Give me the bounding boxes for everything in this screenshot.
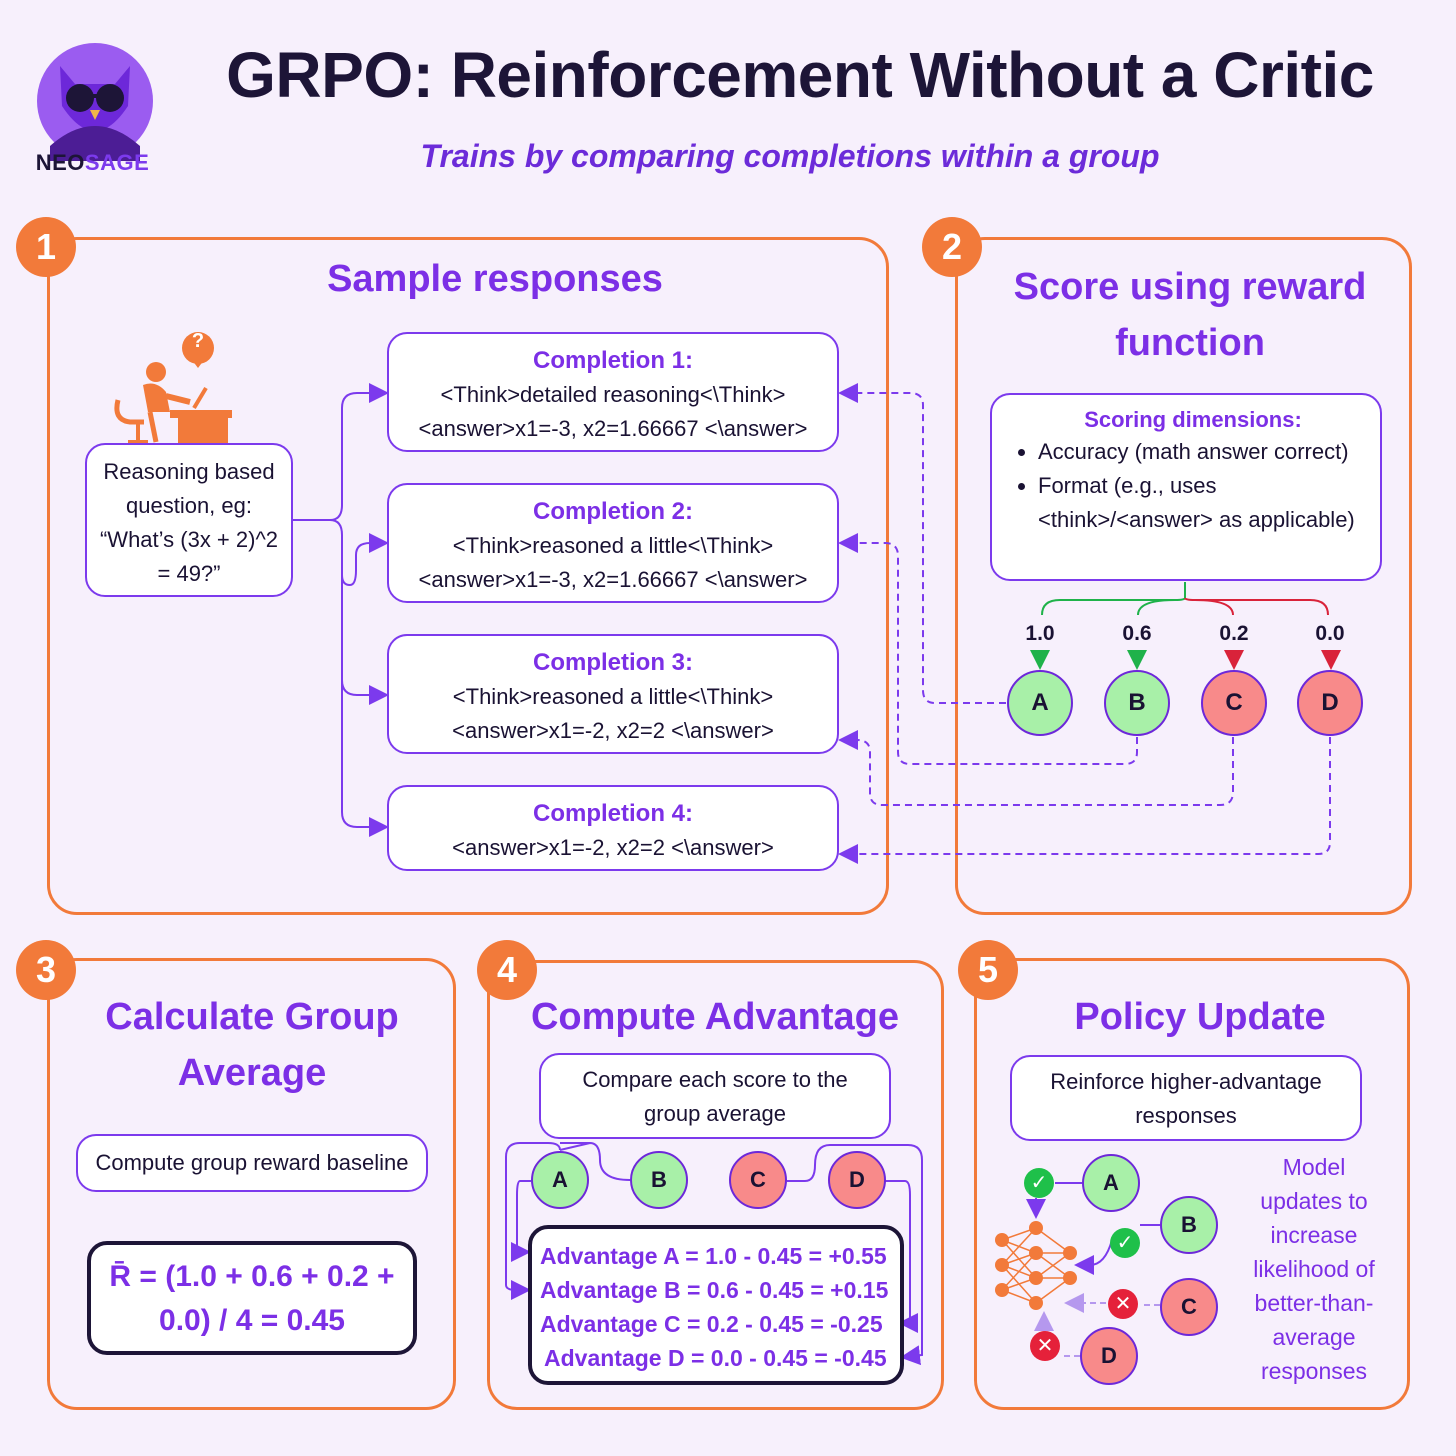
- completion-2-line1: <Think>reasoned a little<\Think>: [452, 533, 774, 558]
- completion-4-title: Completion 4:: [533, 800, 693, 827]
- completion-1-line1: <Think>detailed reasoning<\Think>: [440, 382, 786, 407]
- score-node-a: A: [1007, 670, 1073, 736]
- group-baseline-box: Compute group reward baseline: [76, 1134, 428, 1192]
- description-line-3: increase: [1270, 1222, 1358, 1248]
- policy-update-description: Model updates to increase likelihood of …: [1236, 1150, 1392, 1388]
- score-a: 1.0: [1025, 622, 1055, 645]
- person-at-desk-icon: [108, 330, 238, 445]
- cross-icon-c: ✕: [1108, 1289, 1138, 1319]
- advantage-d: Advantage D = 0.0 - 0.45 = -0.45: [544, 1345, 887, 1371]
- description-line-7: responses: [1260, 1358, 1368, 1384]
- panel4-title: Compute Advantage: [530, 996, 900, 1038]
- neosage-wordmark: NEOSAGE: [35, 150, 150, 175]
- dimension-format: Format (e.g., uses <think>/<answer> as a…: [1038, 469, 1372, 537]
- panel3-title-line2: Average: [177, 1052, 327, 1094]
- cross-icon-d: ✕: [1030, 1331, 1060, 1361]
- completion-1-line2: <answer>x1=-3, x2=1.66667 <\answer>: [418, 416, 808, 441]
- advantage-node-a: A: [531, 1151, 589, 1209]
- compare-text-line2: group average: [644, 1101, 786, 1126]
- completion-2-box: Completion 2: <Think>reasoned a little<\…: [387, 483, 839, 603]
- panel1-title: Sample responses: [327, 258, 663, 300]
- description-line-4: likelihood of: [1253, 1256, 1375, 1282]
- completion-1-box: Completion 1: <Think>detailed reasoning<…: [387, 332, 839, 452]
- scoring-dimensions-box: Scoring dimensions: Accuracy (math answe…: [990, 393, 1382, 581]
- compare-box: Compare each score to the group average: [539, 1053, 891, 1139]
- dimension-accuracy: Accuracy (math answer correct): [1038, 435, 1372, 469]
- panel2-title-line1: Score using reward: [1013, 266, 1367, 308]
- advantage-results-box: Advantage A = 1.0 - 0.45 = +0.55 Advanta…: [528, 1225, 904, 1385]
- step-badge-5: 5: [958, 940, 1018, 1000]
- panel5-title: Policy Update: [1074, 996, 1326, 1038]
- policy-node-c: C: [1160, 1278, 1218, 1336]
- panel2-title-line2: function: [1115, 322, 1265, 364]
- completion-3-line1: <Think>reasoned a little<\Think>: [452, 684, 774, 709]
- reinforce-text-line1: Reinforce higher-advantage: [1050, 1069, 1322, 1094]
- neosage-owl-logo: [30, 36, 160, 186]
- reinforce-text-line2: responses: [1135, 1103, 1237, 1128]
- policy-node-d: D: [1080, 1327, 1138, 1385]
- completion-3-line2: <answer>x1=-2, x2=2 <\answer>: [452, 718, 774, 743]
- group-average-formula: R̄ = (1.0 + 0.6 + 0.2 + 0.0) / 4 = 0.45: [87, 1241, 417, 1355]
- score-node-d: D: [1297, 670, 1363, 736]
- question-mark-label: ?: [191, 330, 205, 352]
- page-subtitle: Trains by comparing completions within a…: [420, 138, 1160, 174]
- completion-4-box: Completion 4: <answer>x1=-2, x2=2 <\answ…: [387, 785, 839, 871]
- page-title: GRPO: Reinforcement Without a Critic: [226, 39, 1374, 111]
- step-badge-1: 1: [16, 217, 76, 277]
- reinforce-box: Reinforce higher-advantage responses: [1010, 1055, 1362, 1141]
- score-c: 0.2: [1219, 622, 1249, 645]
- question-box: Reasoning based question, eg: “What’s (3…: [85, 443, 293, 597]
- compare-text-line1: Compare each score to the: [582, 1067, 848, 1092]
- description-line-1: Model: [1282, 1154, 1346, 1180]
- completion-2-title: Completion 2:: [533, 498, 693, 525]
- check-icon-b: ✓: [1110, 1228, 1140, 1258]
- completion-4-line1: <answer>x1=-2, x2=2 <\answer>: [452, 835, 774, 860]
- score-node-b: B: [1104, 670, 1170, 736]
- formula-line-1: R̄ = (1.0 + 0.6 + 0.2 +: [109, 1260, 395, 1293]
- check-icon-a: ✓: [1024, 1168, 1054, 1198]
- completion-3-title: Completion 3:: [533, 649, 693, 676]
- description-line-2: updates to: [1260, 1188, 1368, 1214]
- description-line-5: better-than-: [1254, 1290, 1374, 1316]
- description-line-6: average: [1272, 1324, 1356, 1350]
- completion-2-line2: <answer>x1=-3, x2=1.66667 <\answer>: [418, 567, 808, 592]
- panel3-title-line1: Calculate Group: [105, 996, 399, 1038]
- step-badge-3: 3: [16, 940, 76, 1000]
- score-node-c: C: [1201, 670, 1267, 736]
- policy-node-b: B: [1160, 1196, 1218, 1254]
- step-badge-2: 2: [922, 217, 982, 277]
- completion-3-box: Completion 3: <Think>reasoned a little<\…: [387, 634, 839, 754]
- step-badge-4: 4: [477, 940, 537, 1000]
- completion-1-title: Completion 1:: [533, 347, 693, 374]
- score-b: 0.6: [1122, 622, 1152, 645]
- advantage-a: Advantage A = 1.0 - 0.45 = +0.55: [540, 1243, 887, 1269]
- advantage-b: Advantage B = 0.6 - 0.45 = +0.15: [540, 1277, 889, 1303]
- advantage-node-b: B: [630, 1151, 688, 1209]
- advantage-node-d: D: [828, 1151, 886, 1209]
- formula-line-2: 0.0) / 4 = 0.45: [159, 1304, 345, 1337]
- scoring-dimensions-title: Scoring dimensions:: [1084, 407, 1302, 432]
- score-d: 0.0: [1315, 622, 1345, 645]
- advantage-c: Advantage C = 0.2 - 0.45 = -0.25: [540, 1311, 883, 1337]
- advantage-node-c: C: [729, 1151, 787, 1209]
- policy-node-a: A: [1082, 1154, 1140, 1212]
